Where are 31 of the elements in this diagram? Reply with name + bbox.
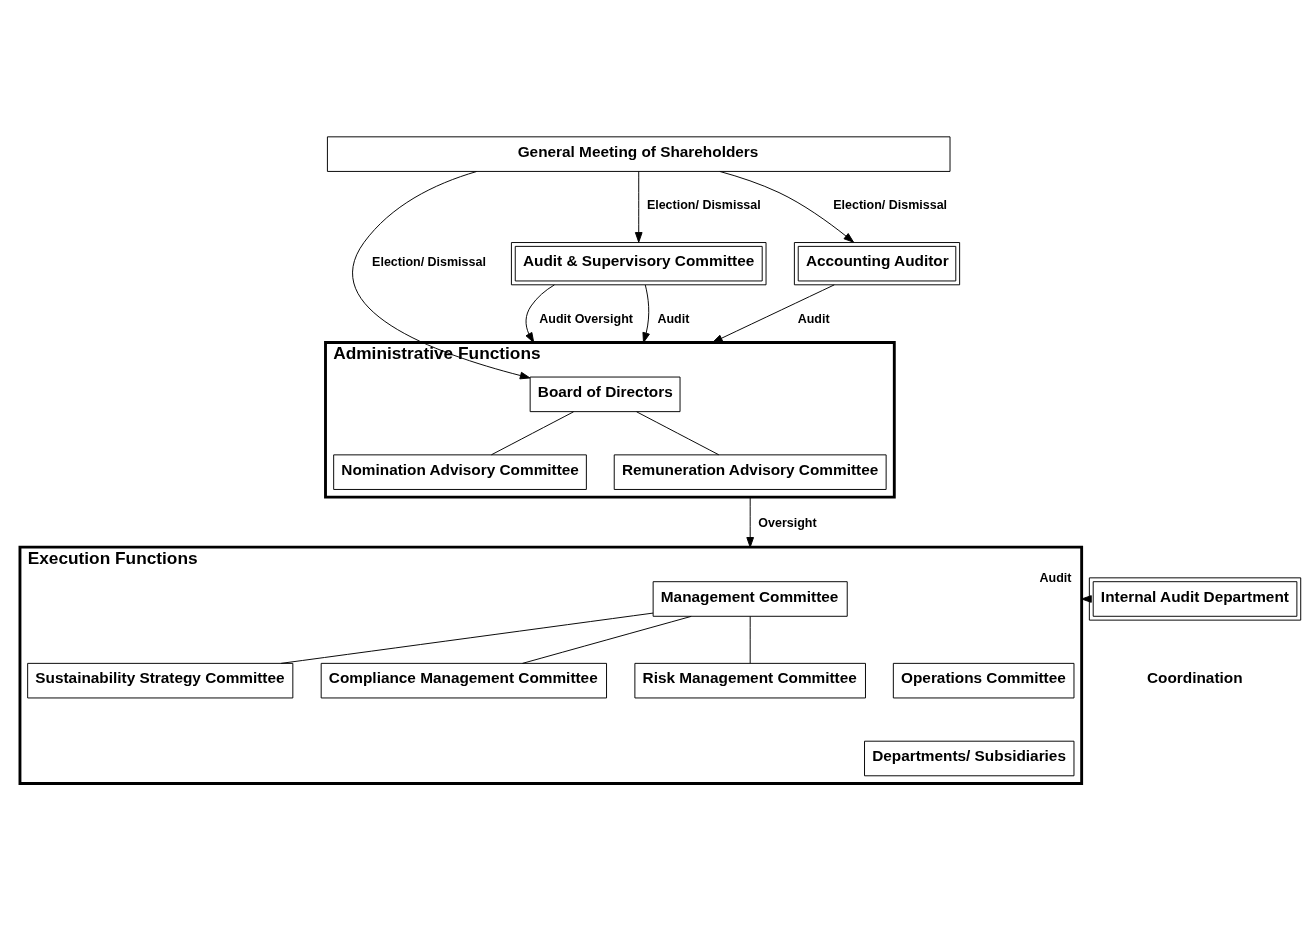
arrow [746,496,754,548]
edge-label: Audit Oversight [539,311,633,326]
edge-label: Audit [1039,571,1072,586]
arrow [352,171,531,380]
arrow [712,284,835,343]
node-box: Management Committee [652,581,848,617]
edge-label: Election/ Dismissal [646,198,761,213]
edge-label: Election/ Dismissal [833,198,948,213]
arrow [634,170,643,243]
node-box: Remuneration Advisory Committee [613,454,887,490]
edge-label: Oversight [758,516,817,531]
edge-label: Election/ Dismissal [372,254,486,269]
node-box: Risk Management Committee [634,662,866,699]
node-box: Nomination Advisory Committee [333,454,587,490]
node-box: Operations Committee [892,662,1075,699]
connector [280,612,654,664]
edge-label: Audit [797,311,830,326]
connector [490,411,575,456]
connector [749,616,751,664]
arrow [719,171,855,243]
node-box: Departments/ Subsidiaries [864,740,1075,777]
node-box: General Meeting of Shareholders [326,136,951,172]
label: Coordination [1146,669,1243,687]
node-box: Compliance Management Committee [320,662,607,699]
edge-label: Audit [657,311,690,326]
connector [522,615,692,664]
arrow [642,284,650,343]
connector [636,411,720,456]
node-box: Board of Directors [529,376,681,413]
arrow [525,284,555,343]
node-box: Sustainability Strategy Committee [27,662,294,699]
